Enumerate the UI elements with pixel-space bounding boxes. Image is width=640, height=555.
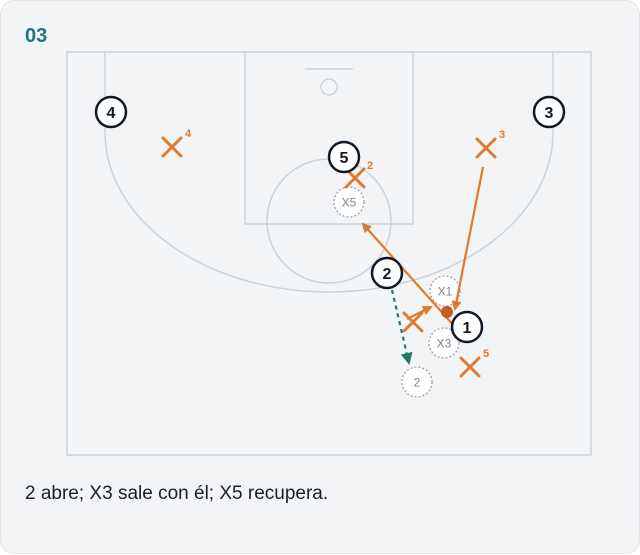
ghost-marker-2: 2 [401,366,433,398]
player-2-cut-arrow [390,289,413,365]
ghost-marker-x3: X3 [428,327,460,359]
ghost-marker-x1: X1 [429,275,461,307]
paint-lane [244,51,414,225]
court-boundary [66,51,592,456]
defender-x4: 4 [161,128,192,158]
offense-player-1: 1 [450,310,484,344]
svg-text:3: 3 [545,105,554,122]
svg-text:X3: X3 [437,337,452,351]
svg-text:2: 2 [367,160,373,172]
step-number: 03 [25,25,48,47]
svg-text:4: 4 [185,128,192,140]
svg-text:X1: X1 [438,285,453,299]
offense-player-3: 3 [532,95,566,129]
offense-player-4: 4 [94,95,128,129]
x5-recovery-arrow [361,222,457,329]
svg-text:2: 2 [414,376,421,390]
defender-x5: 5 [459,348,489,378]
court-lines [66,51,592,456]
offense-player-5: 5 [327,140,361,174]
offense-player-2: 2 [370,256,404,290]
play-caption: 2 abre; X3 sale con él; X5 recupera. [25,483,329,504]
svg-text:5: 5 [483,348,489,360]
ball-icon [441,306,453,318]
svg-text:5: 5 [340,150,349,167]
ghost-marker-x5: X5 [333,186,365,218]
svg-text:4: 4 [107,105,116,122]
defender-x1 [402,311,424,333]
svg-text:2: 2 [383,266,392,283]
svg-text:1: 1 [463,320,472,337]
x1-help-arrow [406,306,433,320]
rim [320,78,338,96]
x3-recovery-arrow [451,166,485,311]
svg-text:X5: X5 [342,196,357,210]
free-throw-circle [266,158,392,284]
defender-x3: 3 [475,129,505,159]
three-point-arc [104,52,554,293]
svg-text:3: 3 [499,129,505,141]
